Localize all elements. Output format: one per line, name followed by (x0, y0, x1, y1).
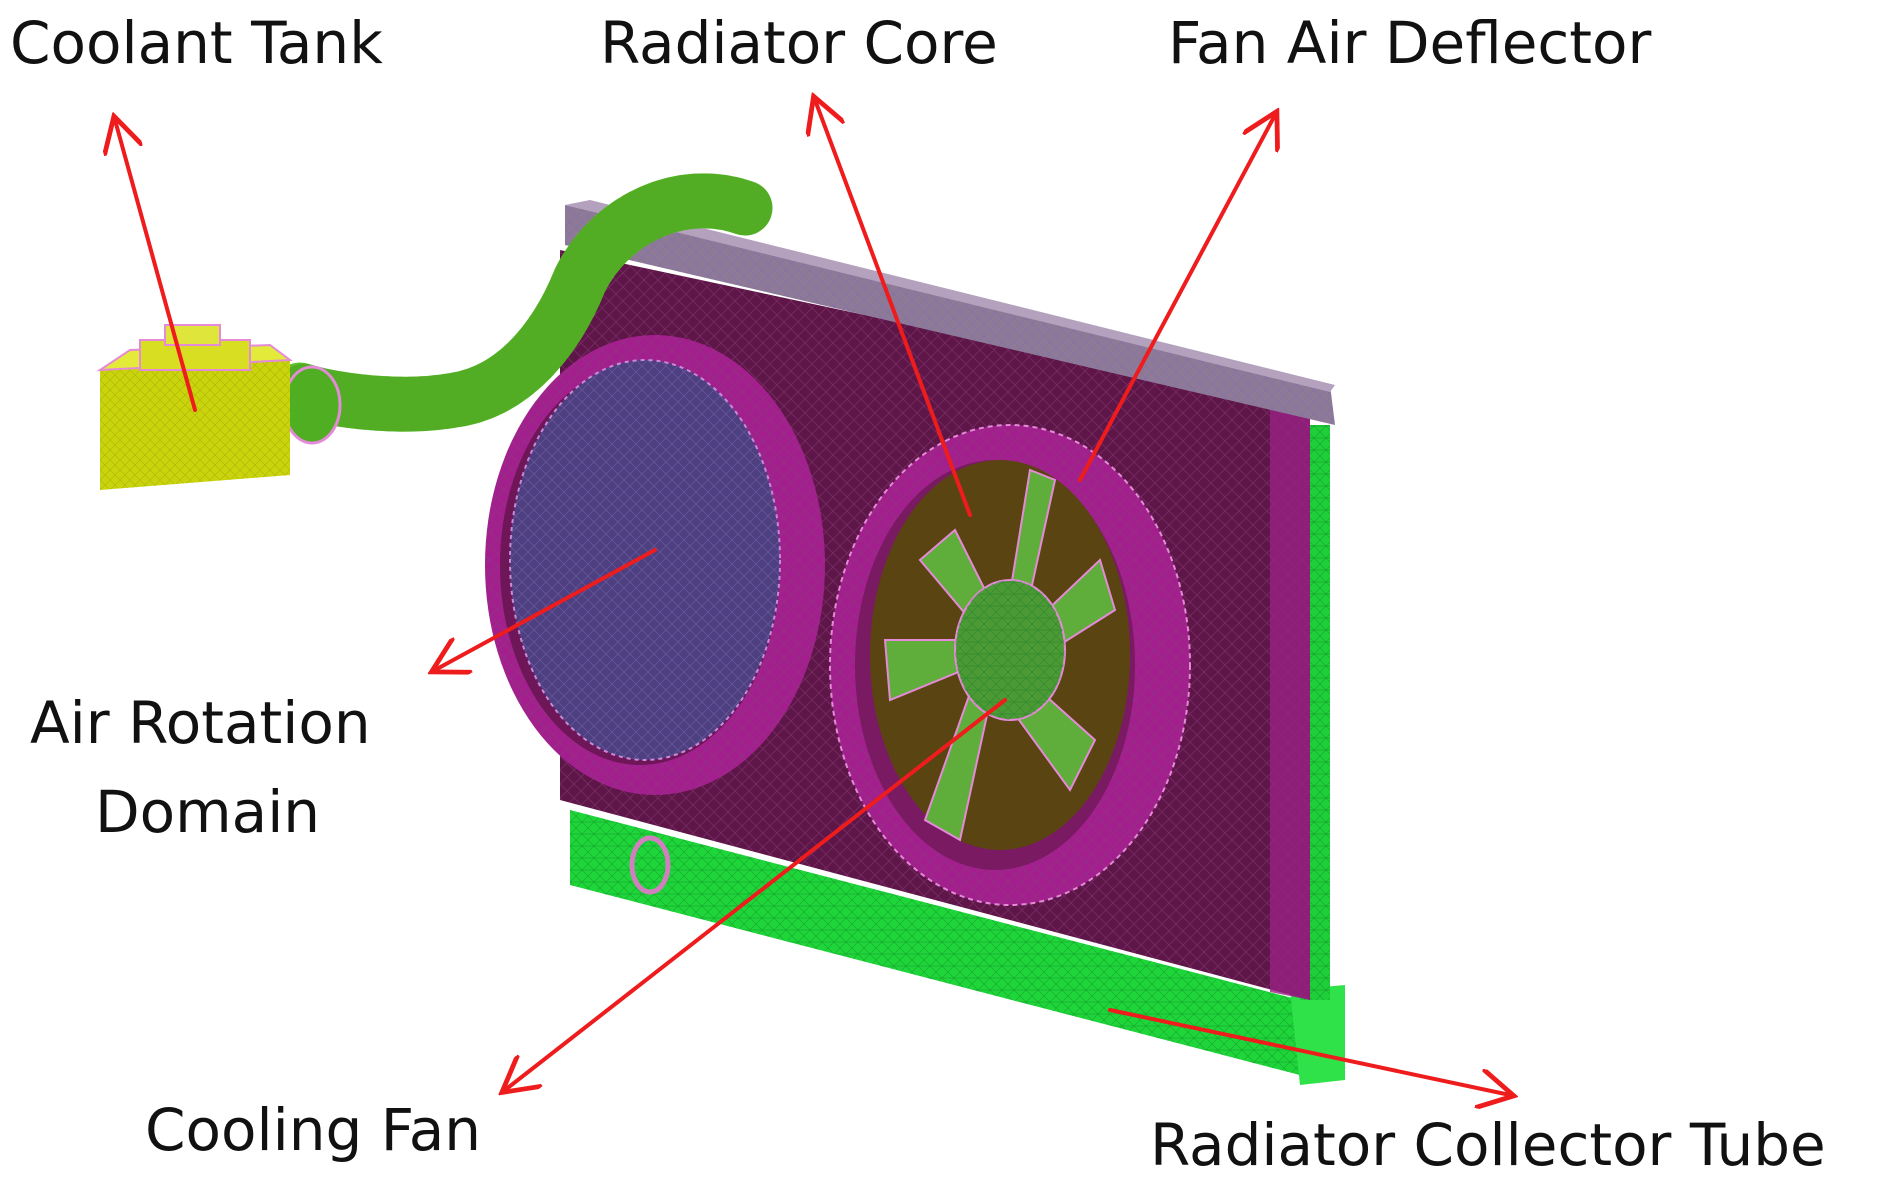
label-coolant-tank: Coolant Tank (10, 9, 383, 77)
label-radiator-collector-tube: Radiator Collector Tube (1150, 1111, 1826, 1179)
coolant-tank (96, 324, 293, 490)
arrow-cooling-fan (505, 698, 1007, 1090)
label-air-rotation-domain-line1: Air Rotation (30, 689, 371, 757)
labels: Coolant Tank Radiator Core Fan Air Defle… (10, 9, 1826, 1179)
arrow-radiator-collector-tube (1108, 1008, 1510, 1095)
arrow-radiator-core (815, 100, 972, 517)
label-air-rotation-domain-line2: Domain (95, 778, 320, 846)
label-cooling-fan: Cooling Fan (145, 1096, 481, 1164)
arrow-air-rotation-domain (435, 548, 657, 670)
arrow-fan-air-deflector (1078, 115, 1275, 482)
radiator-collector-tube (570, 810, 1345, 1085)
label-fan-air-deflector: Fan Air Deflector (1168, 9, 1652, 77)
arrow-coolant-tank (115, 120, 197, 412)
label-radiator-core: Radiator Core (600, 9, 998, 77)
leader-arrows (115, 100, 1510, 1095)
cooling-fan (870, 460, 1130, 850)
collector-port (629, 835, 671, 895)
radiator-top-bar (565, 200, 1335, 425)
air-rotation-domain (509, 359, 781, 761)
